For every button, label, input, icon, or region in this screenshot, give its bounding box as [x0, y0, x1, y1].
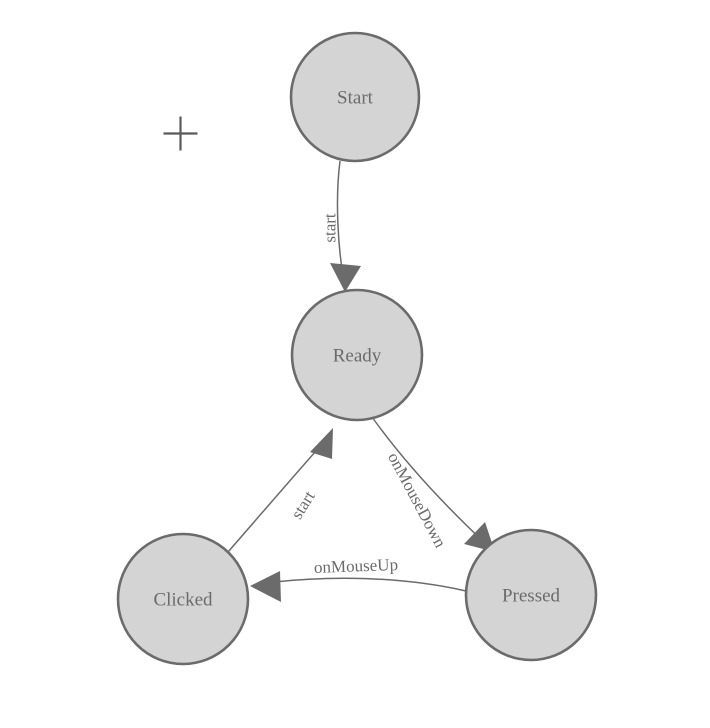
node-label: Pressed [502, 586, 561, 607]
node-layer: Start Ready Clicked Pressed [116, 31, 598, 666]
arrowhead-icon [310, 428, 333, 459]
edge-label-start-to-ready: start [321, 213, 340, 243]
edge-clicked-to-ready[interactable]: start [227, 428, 333, 553]
edge-start-to-ready[interactable]: start [321, 160, 362, 292]
node-pressed[interactable]: Pressed [464, 528, 598, 662]
crosshair-icon[interactable] [163, 116, 198, 151]
edge-label-clicked-to-ready: start [287, 487, 319, 522]
edge-pressed-to-clicked[interactable]: onMouseUp [250, 555, 467, 602]
node-shape [116, 532, 250, 666]
edge-label-ready-to-pressed: onMouseDown [384, 449, 450, 551]
node-ready[interactable]: Ready [290, 288, 424, 422]
node-start[interactable]: Start [289, 31, 421, 163]
edge-ready-to-pressed[interactable]: onMouseDown [371, 416, 495, 552]
edge-line [227, 450, 317, 553]
edge-line [273, 577, 467, 592]
node-label: Ready [333, 346, 382, 367]
node-shape [290, 288, 424, 422]
node-shape [464, 528, 598, 662]
arrowhead-icon [464, 522, 495, 552]
edge-label-pressed-to-clicked: onMouseUp [314, 555, 399, 577]
node-clicked[interactable]: Clicked [116, 532, 250, 666]
node-label: Start [337, 88, 374, 109]
arrowhead-icon [330, 263, 361, 292]
node-label: Clicked [153, 590, 213, 611]
node-shape [289, 31, 421, 163]
arrowhead-icon [250, 571, 281, 602]
